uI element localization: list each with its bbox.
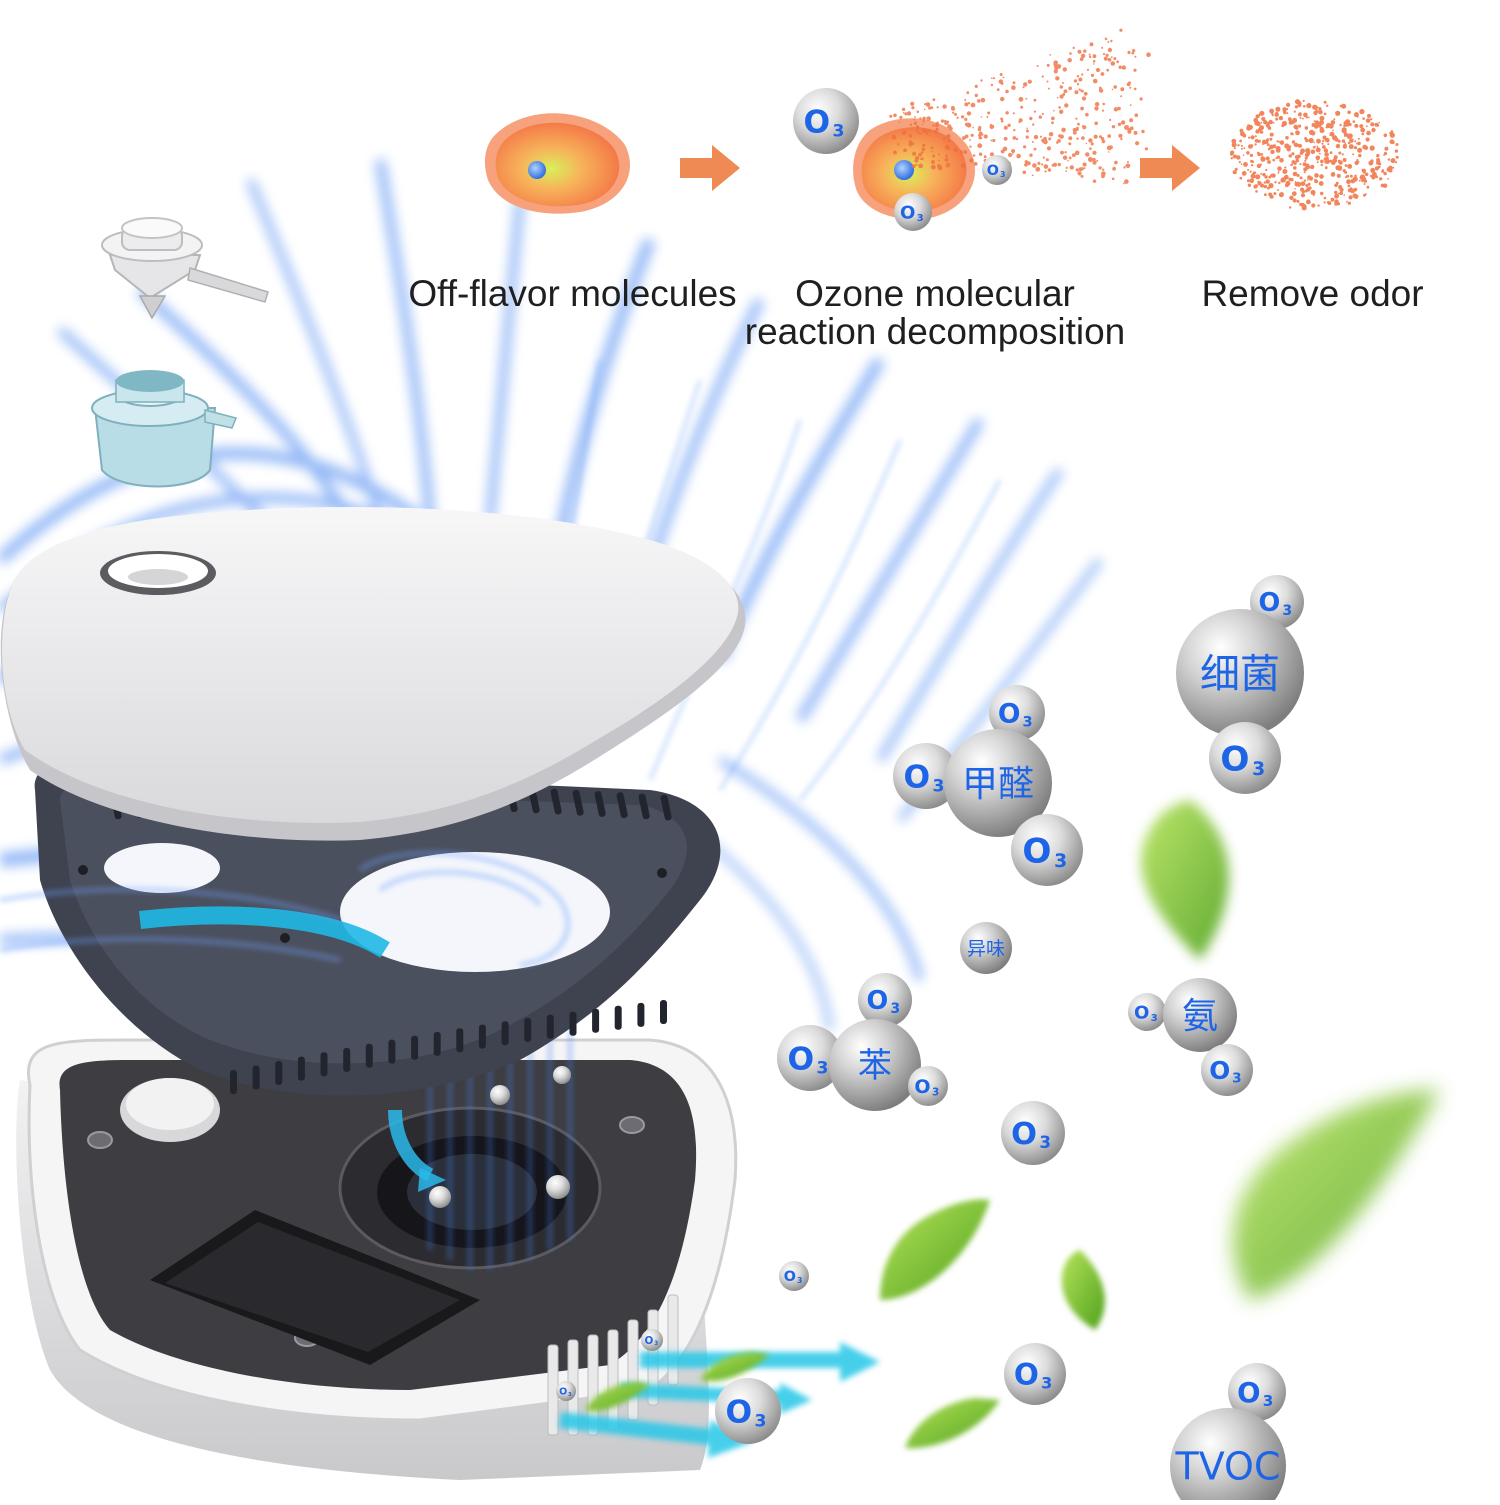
ozone-subscript: 3 bbox=[917, 213, 924, 224]
step-label-ozone-line2: reaction decomposition bbox=[744, 311, 1126, 352]
ozone-reaction-graphic bbox=[853, 118, 976, 220]
peculiar-smell-molecule: 异味 bbox=[960, 922, 1012, 974]
ozone-label: O bbox=[867, 986, 889, 1016]
ozone-subscript: 3 bbox=[797, 1276, 802, 1285]
bacteria-molecule-label: 细菌 bbox=[1200, 651, 1280, 697]
step-label-ozone-reaction: Ozone molecular reaction decomposition bbox=[735, 275, 1135, 351]
ozone-generator-part bbox=[101, 217, 269, 320]
ozone-subscript: 3 bbox=[817, 1059, 829, 1079]
benzene-molecule-label: 苯 bbox=[858, 1046, 892, 1086]
ozone-label: O bbox=[1011, 1117, 1037, 1152]
particle-sphere bbox=[546, 1175, 570, 1199]
odor-molecule-graphic bbox=[484, 113, 630, 214]
ozone-label: O bbox=[900, 202, 915, 223]
ozone-subscript: 3 bbox=[1054, 851, 1067, 872]
ozone-label: O bbox=[1022, 831, 1051, 871]
device-lid bbox=[0, 507, 746, 841]
step-label-remove-odor: Remove odor bbox=[1201, 273, 1424, 314]
tvoc-molecule-label: TVOC bbox=[1175, 1445, 1281, 1489]
ozone-subscript: 3 bbox=[1000, 170, 1005, 179]
ozone-subscript: 3 bbox=[1039, 1132, 1051, 1152]
ozone-label: O bbox=[784, 1269, 796, 1285]
ozone-subscript: 3 bbox=[933, 777, 945, 797]
ozone-subscript: 3 bbox=[1282, 603, 1292, 619]
ozone-subscript: 3 bbox=[1252, 759, 1265, 780]
ozone-label: O bbox=[987, 163, 999, 179]
particle-sphere bbox=[429, 1186, 451, 1208]
leaves bbox=[585, 800, 1440, 1449]
step-label-ozone-line1: Ozone molecular bbox=[795, 273, 1075, 314]
ozone-label: O bbox=[1220, 739, 1249, 779]
ozone-subscript: 3 bbox=[568, 1392, 572, 1398]
ozone-subscript: 3 bbox=[1151, 1013, 1158, 1024]
ozone-subscript: 3 bbox=[755, 1412, 767, 1432]
ozone-label: O bbox=[998, 699, 1021, 730]
ozone-label: O bbox=[914, 1076, 930, 1098]
peculiar-smell-molecule-label: 异味 bbox=[967, 938, 1005, 960]
ozone-label: O bbox=[1237, 1377, 1260, 1409]
particle-sphere bbox=[553, 1066, 571, 1084]
arrow-right-icon bbox=[1140, 145, 1200, 191]
particle-sphere bbox=[490, 1085, 510, 1105]
ozone-subscript: 3 bbox=[654, 1341, 658, 1347]
ozone-label: O bbox=[1134, 1002, 1149, 1023]
ozone-label: O bbox=[725, 1394, 752, 1430]
bacteria-molecule: 细菌 bbox=[1176, 609, 1304, 737]
ozone-subscript: 3 bbox=[1263, 1392, 1274, 1410]
ozone-label: O bbox=[1259, 588, 1281, 618]
ozone-label: O bbox=[903, 759, 930, 795]
dispersed-particles bbox=[1229, 99, 1399, 211]
ozone-label: O bbox=[803, 104, 830, 140]
ozone-subscript: 3 bbox=[1041, 1374, 1052, 1393]
vent-tray bbox=[34, 755, 721, 1096]
ozone-label: O bbox=[1209, 1056, 1230, 1085]
device-base bbox=[16, 1038, 738, 1480]
tvoc-molecule: TVOC bbox=[1170, 1408, 1286, 1505]
ozone-label: O bbox=[787, 1041, 814, 1077]
ammonia-molecule: 氨 bbox=[1163, 978, 1237, 1052]
arrow-right-icon bbox=[680, 145, 740, 191]
ammonia-molecule-label: 氨 bbox=[1182, 996, 1218, 1037]
formaldehyde-molecule-label: 甲醛 bbox=[962, 764, 1034, 805]
ozone-subscript: 3 bbox=[1023, 713, 1033, 730]
ozone-label: O bbox=[644, 1335, 653, 1347]
ozone-label: O bbox=[559, 1386, 567, 1397]
ozone-subscript: 3 bbox=[833, 122, 845, 142]
ozone-subscript: 3 bbox=[890, 1001, 900, 1017]
ozone-subscript: 3 bbox=[932, 1087, 939, 1099]
benzene-molecule: 苯 bbox=[829, 1019, 921, 1111]
formaldehyde-molecule: 甲醛 bbox=[944, 729, 1052, 837]
filter-sleeve-part bbox=[91, 370, 238, 488]
ozone-subscript: 3 bbox=[1232, 1070, 1241, 1086]
step-label-off-flavor: Off-flavor molecules bbox=[408, 273, 737, 314]
ozone-label: O bbox=[1014, 1358, 1039, 1392]
